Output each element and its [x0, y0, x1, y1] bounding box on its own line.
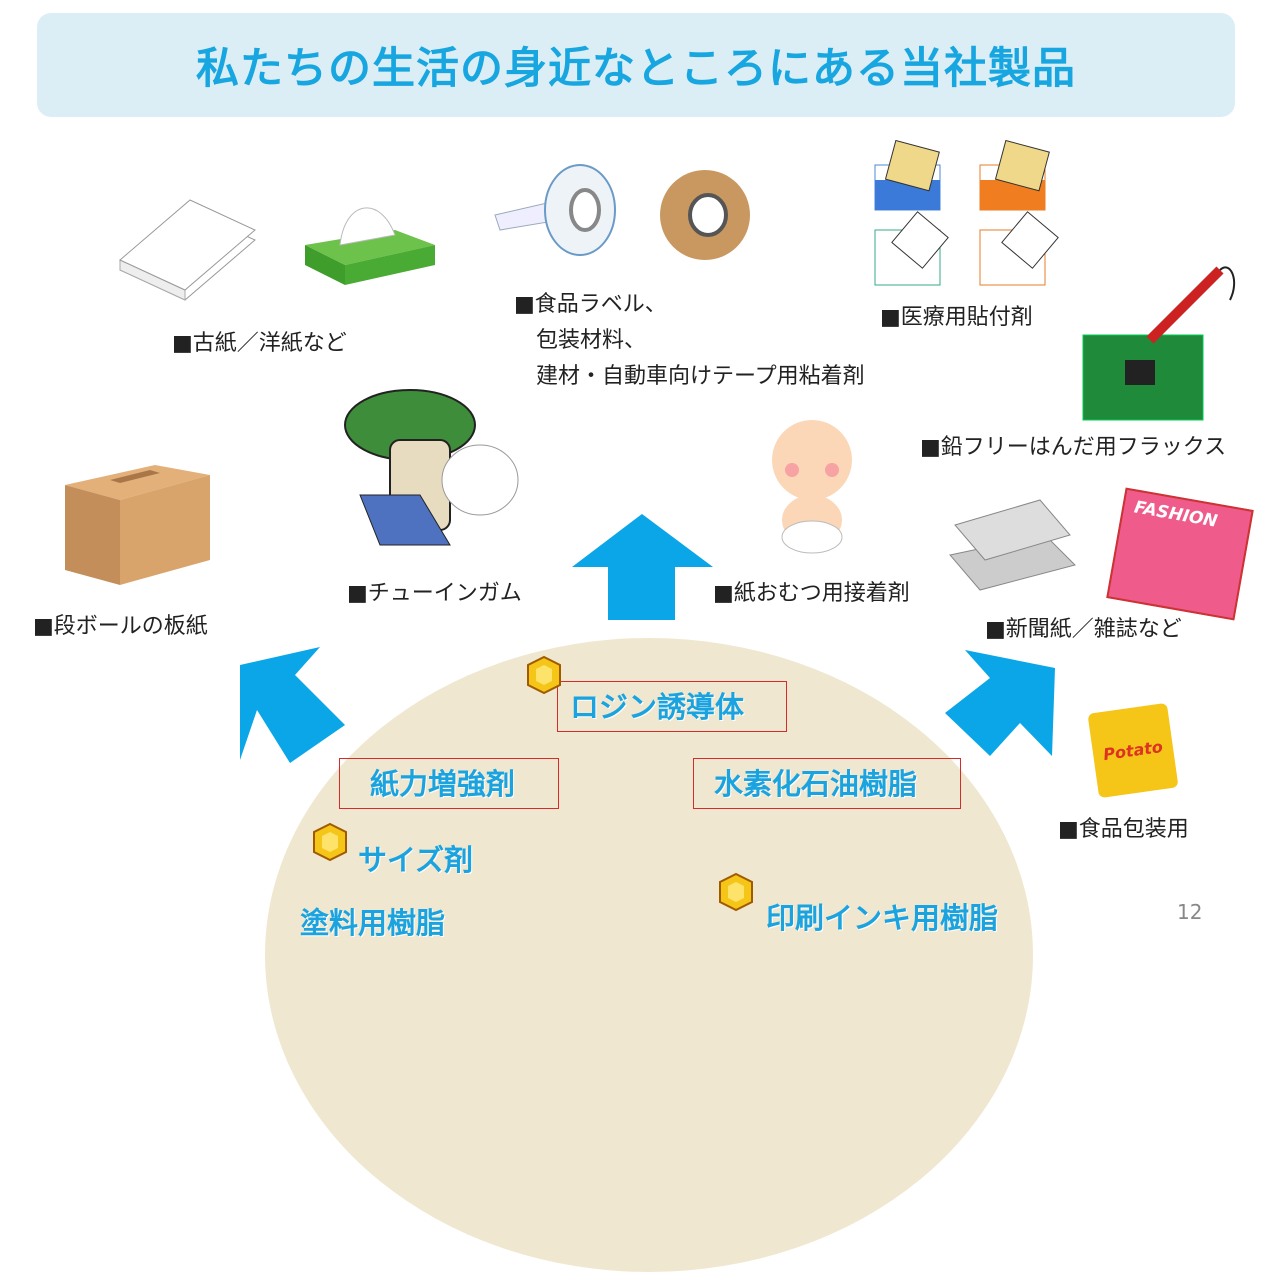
newspaper-image — [949, 499, 1076, 591]
label-newspaper: ■新聞紙／雑誌など — [985, 617, 1182, 642]
potato-chips-image: Potato — [1087, 702, 1179, 799]
label-used-paper: ■古紙／洋紙など — [172, 331, 347, 356]
label-flux: ■鉛フリーはんだ用フラックス — [920, 435, 1227, 460]
chem-size: サイズ剤 — [358, 843, 474, 877]
chem-hydrogenated: 水素化石油樹脂 — [714, 767, 918, 801]
chem-rosin: ロジン誘導体 — [570, 690, 745, 724]
highlight-box-paper-strength — [339, 758, 559, 809]
label-food-label-1: ■食品ラベル、 — [514, 292, 667, 317]
chemicals-dome — [265, 638, 1033, 1272]
baby-image — [772, 420, 852, 554]
up-right-arrow-icon — [945, 650, 1055, 756]
up-left-arrow-icon — [240, 647, 345, 763]
tape-rolls-image — [494, 164, 750, 260]
gem-icon — [719, 872, 753, 912]
chem-paint: 塗料用樹脂 — [300, 906, 446, 940]
label-cardboard: ■段ボールの板紙 — [33, 614, 208, 639]
gem-icon — [313, 822, 347, 862]
label-gum: ■チューインガム — [347, 581, 522, 606]
chem-ink: 印刷インキ用樹脂 — [766, 901, 999, 935]
highlight-box-rosin — [557, 681, 787, 732]
chewing-gum-character-image — [344, 389, 519, 546]
tissue-box-image — [305, 207, 435, 285]
label-food-label-3: 建材・自動車向けテープ用粘着剤 — [536, 364, 865, 389]
title-banner: 私たちの生活の身近なところにある当社製品 — [37, 13, 1235, 117]
up-arrow-icon — [572, 514, 713, 620]
highlight-box-hydrogenated — [693, 758, 961, 809]
label-medical: ■医療用貼付剤 — [880, 305, 1033, 330]
label-food-label-2: 包装材料、 — [536, 328, 647, 353]
magazine-image: FASHION — [1106, 487, 1254, 621]
chem-paper-strength: 紙力増強剤 — [370, 767, 516, 801]
label-diaper: ■紙おむつ用接着剤 — [713, 581, 910, 606]
paper-stack-image — [119, 199, 256, 301]
medical-patches-image — [874, 140, 1059, 286]
gem-icon — [527, 655, 561, 695]
cardboard-box-image — [65, 465, 210, 585]
page-title: 私たちの生活の身近なところにある当社製品 — [196, 44, 1076, 94]
circuit-board-image — [1082, 266, 1236, 421]
page-number: 12 — [1177, 900, 1203, 924]
label-food-packaging: ■食品包装用 — [1058, 817, 1189, 842]
